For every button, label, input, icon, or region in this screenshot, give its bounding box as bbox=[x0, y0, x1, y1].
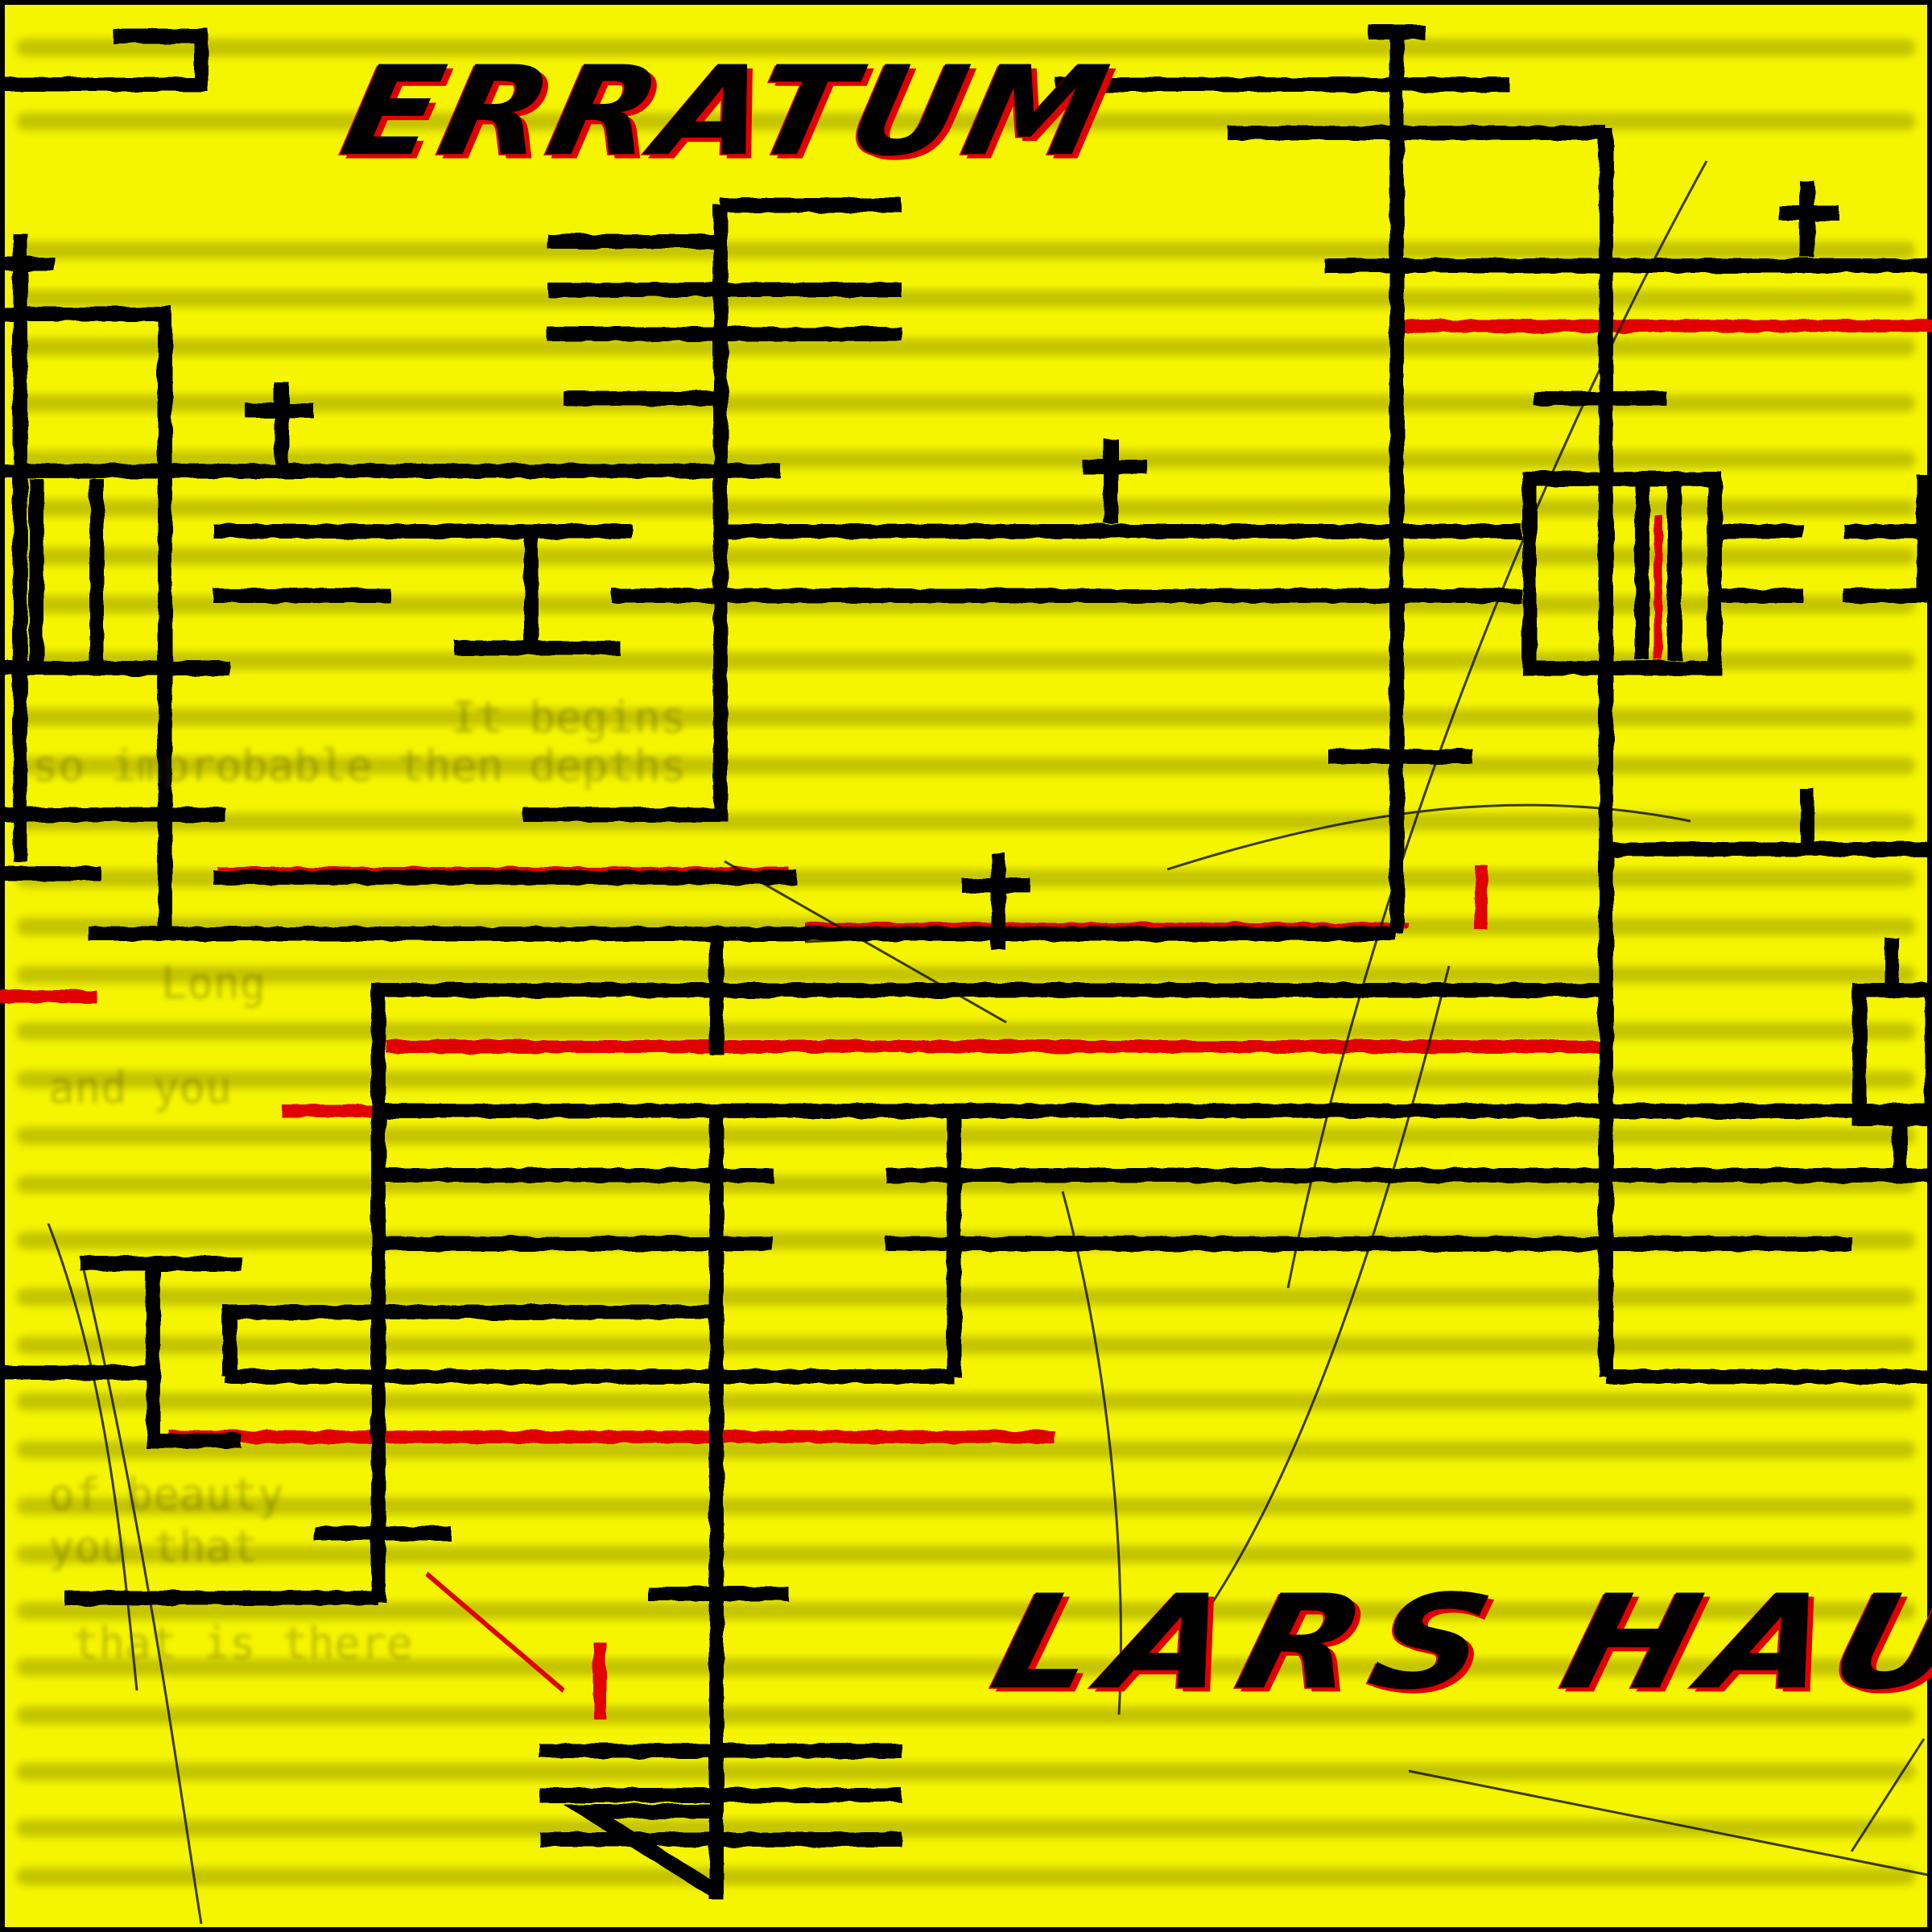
faded-text-line: It begins bbox=[451, 692, 687, 743]
faded-text-line: Long bbox=[161, 958, 266, 1009]
album-title: ERRATUM bbox=[331, 39, 1122, 184]
faded-text-line: and you bbox=[48, 1063, 232, 1113]
scratch-lines bbox=[47, 160, 1932, 1925]
faded-text-line: you that bbox=[48, 1521, 258, 1572]
faded-text-line: that is there bbox=[72, 1618, 413, 1669]
faded-text-line: so improbable then depths bbox=[32, 741, 687, 791]
faded-text-line: of beauty bbox=[48, 1469, 284, 1520]
artist-name: LARS HAUR bbox=[979, 1567, 1932, 1719]
faded-text-rows bbox=[16, 39, 1916, 1885]
circuit-glyph-lines bbox=[0, 25, 1932, 1900]
